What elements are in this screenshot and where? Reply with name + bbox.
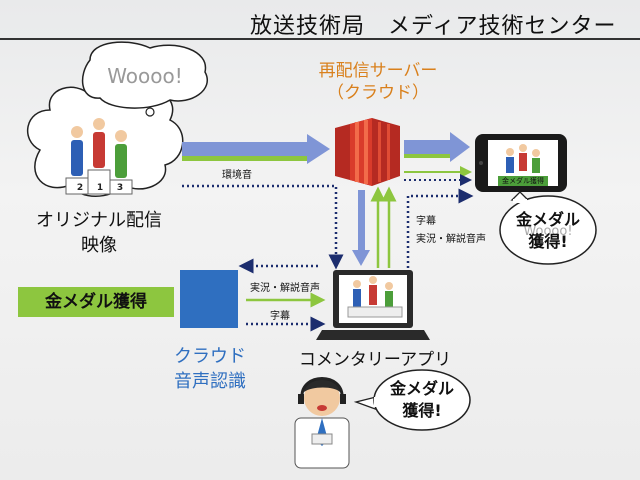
label-commentary-audio-mid: 実況・解説音声 (250, 283, 320, 294)
podium-numbers: 2 1 3 (70, 183, 130, 193)
cloud-speech-recognition-box (180, 270, 238, 328)
podium-number: 3 (116, 183, 124, 193)
recognition-result-label: 金メダル獲得 (18, 287, 174, 317)
viewer-bubble-line1: 金メダル (515, 210, 580, 229)
label-subtitles-top: 字幕 (416, 216, 436, 227)
source-bubble-text: Woooo! (107, 64, 183, 88)
page-title: 放送技術局 メディア技術センター (250, 14, 617, 39)
arrow-ambient-to-app (182, 184, 344, 270)
arrow-server-to-viewer (404, 132, 472, 186)
label-ambient: 環境音 (222, 170, 252, 181)
announcer-figure (294, 377, 350, 469)
podium-number: 1 (96, 183, 104, 193)
announcer-bubble-line2: 獲得! (402, 401, 442, 420)
server-title: 再配信サーバー （クラウド） (298, 60, 458, 104)
announcer-speech-bubble (353, 369, 471, 431)
recognition-caption-line1: クラウド (174, 346, 246, 367)
viewer-background-text: Woooo! (523, 224, 573, 239)
server-icon (335, 118, 400, 186)
source-caption-line2: 映像 (81, 235, 117, 256)
viewer-speech-bubble (499, 191, 597, 265)
viewer-phone (475, 134, 567, 192)
server-title-line1: 再配信サーバー (318, 61, 438, 81)
arrow-server-to-app (352, 190, 370, 266)
commentary-laptop (316, 270, 430, 340)
arrow-app-to-server (370, 186, 397, 268)
announcer-bubble-text: 金メダル 獲得! (377, 378, 467, 422)
server-title-line2: （クラウド） (327, 83, 429, 103)
podium-number: 2 (76, 183, 84, 193)
recognition-caption: クラウド 音声認識 (150, 344, 270, 394)
arrow-app-to-viewer (406, 188, 474, 268)
recognition-caption-line2: 音声認識 (174, 371, 246, 392)
announcer-bubble-line1: 金メダル (389, 379, 454, 398)
source-podium (65, 118, 133, 195)
viewer-bubble-line2: 獲得! (528, 232, 568, 251)
app-caption: コメンタリーアプリ (298, 350, 452, 370)
arrow-stt-to-app (246, 292, 326, 332)
viewer-bubble-text: 金メダル 獲得! (503, 209, 593, 253)
label-commentary-audio-top: 実況・解説音声 (416, 234, 486, 245)
source-thought-cloud (26, 41, 208, 197)
source-caption-line1: オリジナル配信 (36, 210, 162, 231)
arrow-source-to-server (182, 134, 330, 164)
header-divider (0, 38, 640, 40)
viewer-screen-caption: 金メダル獲得 (502, 177, 544, 185)
label-subtitles-mid: 字幕 (270, 311, 290, 322)
source-caption: オリジナル配信 映像 (14, 208, 184, 258)
